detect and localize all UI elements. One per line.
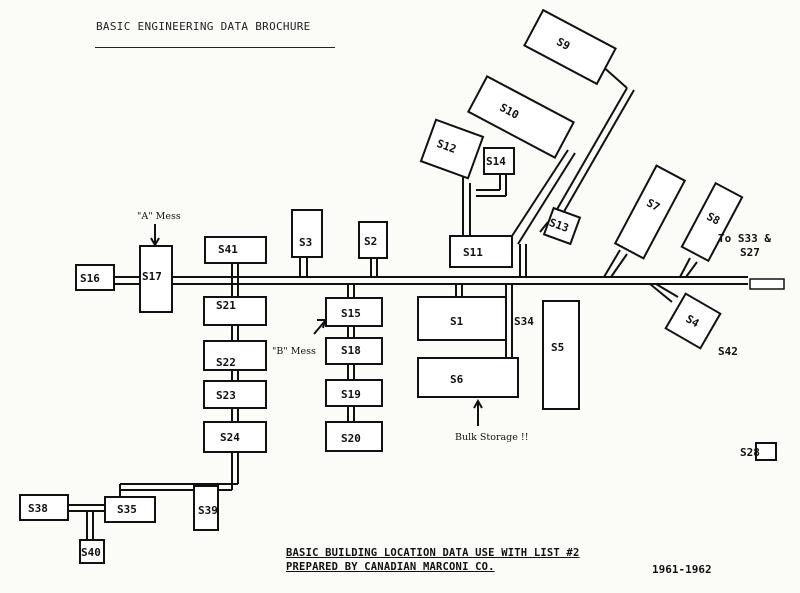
building-s20: S20 xyxy=(325,421,383,452)
building-label: S16 xyxy=(80,272,100,285)
building-s18: S18 xyxy=(325,337,383,365)
building-label: S5 xyxy=(551,341,564,354)
building-s40: S40 xyxy=(79,539,105,564)
building-s9: S9 xyxy=(523,8,617,86)
building-s13: S13 xyxy=(542,206,582,246)
building-s23: S23 xyxy=(203,380,267,409)
caption-line-2: PREPARED BY CANADIAN MARCONI CO. xyxy=(286,561,495,573)
building-label: S15 xyxy=(341,307,361,320)
building-s12: S12 xyxy=(419,118,485,180)
building-label: S23 xyxy=(216,389,236,402)
building-s22: S22 xyxy=(203,340,267,371)
annotation-to-s33: To S33 & xyxy=(718,232,771,245)
building-s41: S41 xyxy=(204,236,267,264)
building-s7: S7 xyxy=(613,164,687,260)
building-label: S9 xyxy=(554,35,572,53)
building-label: S40 xyxy=(81,546,101,559)
building-s21: S21 xyxy=(203,296,267,326)
building-label: S12 xyxy=(435,137,458,156)
building-label: S24 xyxy=(220,431,240,444)
building-s15: S15 xyxy=(325,297,383,327)
building-s8: S8 xyxy=(680,181,744,263)
building-label: S20 xyxy=(341,432,361,445)
building-label: S8 xyxy=(704,210,722,228)
building-label: S13 xyxy=(547,216,570,235)
annotation-to-s27: S27 xyxy=(740,246,760,259)
building-label: S21 xyxy=(216,299,236,312)
building-label: S35 xyxy=(117,503,137,516)
building-label: S41 xyxy=(218,243,238,256)
building-s14: S14 xyxy=(483,147,515,175)
building-label: S18 xyxy=(341,344,361,357)
building-s6: S6 xyxy=(417,357,519,398)
building-label: S1 xyxy=(450,315,464,328)
building-label: S11 xyxy=(463,246,483,259)
annotation-bulk-storage: Bulk Storage !! xyxy=(455,432,529,443)
building-end-marker xyxy=(749,278,785,290)
building-s3: S3 xyxy=(291,209,323,258)
label-s42: S42 xyxy=(718,345,738,358)
building-s10: S10 xyxy=(466,74,576,160)
title-underline xyxy=(95,47,335,48)
building-s34: S34 xyxy=(514,315,534,328)
road-network xyxy=(68,63,748,540)
building-label: S19 xyxy=(341,388,361,401)
building-s35: S35 xyxy=(104,496,156,523)
building-s24: S24 xyxy=(203,421,267,453)
annotation-a-mess: "A" Mess xyxy=(137,211,181,222)
building-s17: S17 xyxy=(139,245,173,313)
building-label: S6 xyxy=(450,373,464,386)
building-s39: S39 xyxy=(193,485,219,531)
building-s2: S2 xyxy=(358,221,388,259)
annotation-b-mess: "B" Mess xyxy=(272,346,316,357)
building-s28: S28 xyxy=(740,442,777,461)
building-label: S2 xyxy=(364,235,377,248)
building-s16: S16 xyxy=(75,264,115,291)
building-label: S38 xyxy=(28,502,48,515)
building-s19: S19 xyxy=(325,379,383,407)
building-label: S34 xyxy=(514,315,534,328)
caption-line-1: BASIC BUILDING LOCATION DATA USE WITH LI… xyxy=(286,547,580,559)
building-label: S7 xyxy=(644,196,662,214)
building-s11: S11 xyxy=(449,235,513,268)
building-label: S28 xyxy=(740,446,760,459)
building-label: S4 xyxy=(683,312,701,330)
caption-year: 1961-1962 xyxy=(652,563,712,576)
building-s4: S4 xyxy=(664,292,722,350)
building-label: S17 xyxy=(142,270,162,283)
building-label: S39 xyxy=(198,504,218,517)
building-label: S14 xyxy=(486,155,506,168)
building-s5: S5 xyxy=(542,300,580,410)
building-label: S22 xyxy=(216,356,236,369)
building-label: S3 xyxy=(299,236,312,249)
document-title: BASIC ENGINEERING DATA BROCHURE xyxy=(96,20,311,33)
building-s38: S38 xyxy=(19,494,69,521)
building-s1: S1 xyxy=(417,296,507,341)
